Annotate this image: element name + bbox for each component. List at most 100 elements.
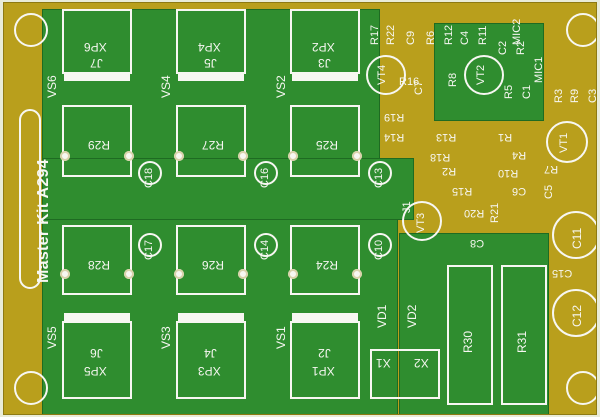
connector-xp3 xyxy=(176,321,246,399)
label-r29: R29 xyxy=(88,138,111,152)
transistor-vt3 xyxy=(402,201,442,241)
mount-hole-top-left xyxy=(14,13,48,47)
label-r15: R15 xyxy=(452,185,473,197)
mount-hole-top-right xyxy=(566,13,596,47)
mount-hole-bottom-right xyxy=(566,371,596,405)
label-c18: C18 xyxy=(143,167,155,188)
label-vs5: VS5 xyxy=(45,326,59,349)
label-c15: C15 xyxy=(552,267,573,279)
pad xyxy=(174,151,184,161)
capacitor-c16 xyxy=(254,161,278,185)
connector-xp5 xyxy=(62,321,132,399)
label-vt4: VT4 xyxy=(376,64,388,85)
pad xyxy=(60,151,70,161)
label-xp6: XP6 xyxy=(84,40,107,54)
label-r8: R8 xyxy=(447,72,459,87)
label-vs2: VS2 xyxy=(274,75,288,98)
title-box xyxy=(19,109,41,289)
label-r31: R31 xyxy=(515,330,529,353)
label-r6: R6 xyxy=(425,30,437,45)
label-vs1: VS1 xyxy=(274,326,288,349)
capacitor-c10 xyxy=(368,233,392,257)
label-r26: R26 xyxy=(202,258,225,272)
copper-area-right xyxy=(399,233,549,414)
capacitor-c13 xyxy=(368,161,392,185)
label-r24: R24 xyxy=(316,258,339,272)
label-r10: R10 xyxy=(498,167,519,179)
connector-x1x2 xyxy=(370,349,440,399)
label-r1: R1 xyxy=(498,131,513,143)
copper-area-mid xyxy=(42,158,414,220)
label-c2: C2 xyxy=(497,40,509,55)
label-r20: R20 xyxy=(464,207,485,219)
label-x1: X1 xyxy=(376,356,391,370)
label-vt2: VT2 xyxy=(475,64,487,85)
label-r25: R25 xyxy=(316,138,339,152)
label-xp4: XP4 xyxy=(198,40,221,54)
label-r5: R5 xyxy=(503,84,515,99)
label-c16: C16 xyxy=(259,167,271,188)
pad xyxy=(288,269,298,279)
label-c9: C9 xyxy=(405,30,417,45)
label-r4: R4 xyxy=(512,149,527,161)
label-xp5: XP5 xyxy=(84,364,107,378)
pad xyxy=(238,269,248,279)
label-r27: R27 xyxy=(202,138,225,152)
transistor-vt1 xyxy=(546,121,588,163)
label-r2b: R2 xyxy=(442,165,457,177)
label-vs3: VS3 xyxy=(159,326,173,349)
label-j7: J7 xyxy=(90,56,103,70)
capacitor-c14 xyxy=(254,233,278,257)
pad xyxy=(174,269,184,279)
label-c5: C5 xyxy=(543,184,555,199)
label-c3: C3 xyxy=(587,88,597,103)
label-j4: J4 xyxy=(204,346,217,360)
pad xyxy=(124,269,134,279)
resistor-r27 xyxy=(176,105,246,177)
label-r18: R18 xyxy=(430,151,451,163)
label-r2: R2 xyxy=(515,40,527,55)
bar-top-2 xyxy=(178,73,244,81)
label-xp3: XP3 xyxy=(198,364,221,378)
label-r12: R12 xyxy=(443,24,455,45)
pad xyxy=(352,269,362,279)
pad xyxy=(288,151,298,161)
board-title: Master Kit A294 xyxy=(35,159,52,283)
pcb-board: Master Kit A294 VS6 VS4 VS2 XP6 XP4 XP2 … xyxy=(3,2,597,415)
label-r16: R16 xyxy=(399,76,420,88)
bar-bottom-1 xyxy=(64,313,130,321)
transistor-vt4 xyxy=(366,55,406,95)
label-j3: J3 xyxy=(318,56,331,70)
label-vd2: VD2 xyxy=(405,304,419,328)
label-j2: J2 xyxy=(318,346,331,360)
label-xp2: XP2 xyxy=(312,40,335,54)
bar-bottom-3 xyxy=(292,313,358,321)
resistor-r25 xyxy=(290,105,360,177)
label-c4: C4 xyxy=(459,30,471,45)
capacitor-c18 xyxy=(138,161,162,185)
pad xyxy=(124,151,134,161)
label-c13: C13 xyxy=(373,167,385,188)
pad xyxy=(60,269,70,279)
label-r22: R22 xyxy=(385,24,397,45)
mount-hole-bottom-left xyxy=(14,371,48,405)
label-c10: C10 xyxy=(373,239,385,260)
connector-xp1 xyxy=(290,321,360,399)
label-vs4: VS4 xyxy=(159,75,173,98)
bar-top-3 xyxy=(292,73,358,81)
label-vt1: VT1 xyxy=(558,132,570,153)
capacitor-c12 xyxy=(552,289,596,337)
label-c7: C7 xyxy=(413,80,425,95)
label-r28: R28 xyxy=(88,258,111,272)
label-c14: C14 xyxy=(259,239,271,260)
label-c8: C8 xyxy=(470,237,485,249)
capacitor-c11 xyxy=(552,211,596,259)
label-j5: J5 xyxy=(204,56,217,70)
pad xyxy=(238,151,248,161)
label-r3: R3 xyxy=(553,88,565,103)
bar-bottom-2 xyxy=(178,313,244,321)
label-r17: R17 xyxy=(369,24,381,45)
label-r13: R13 xyxy=(436,131,457,143)
label-r14: R14 xyxy=(384,131,405,143)
bar-top-1 xyxy=(64,73,130,81)
